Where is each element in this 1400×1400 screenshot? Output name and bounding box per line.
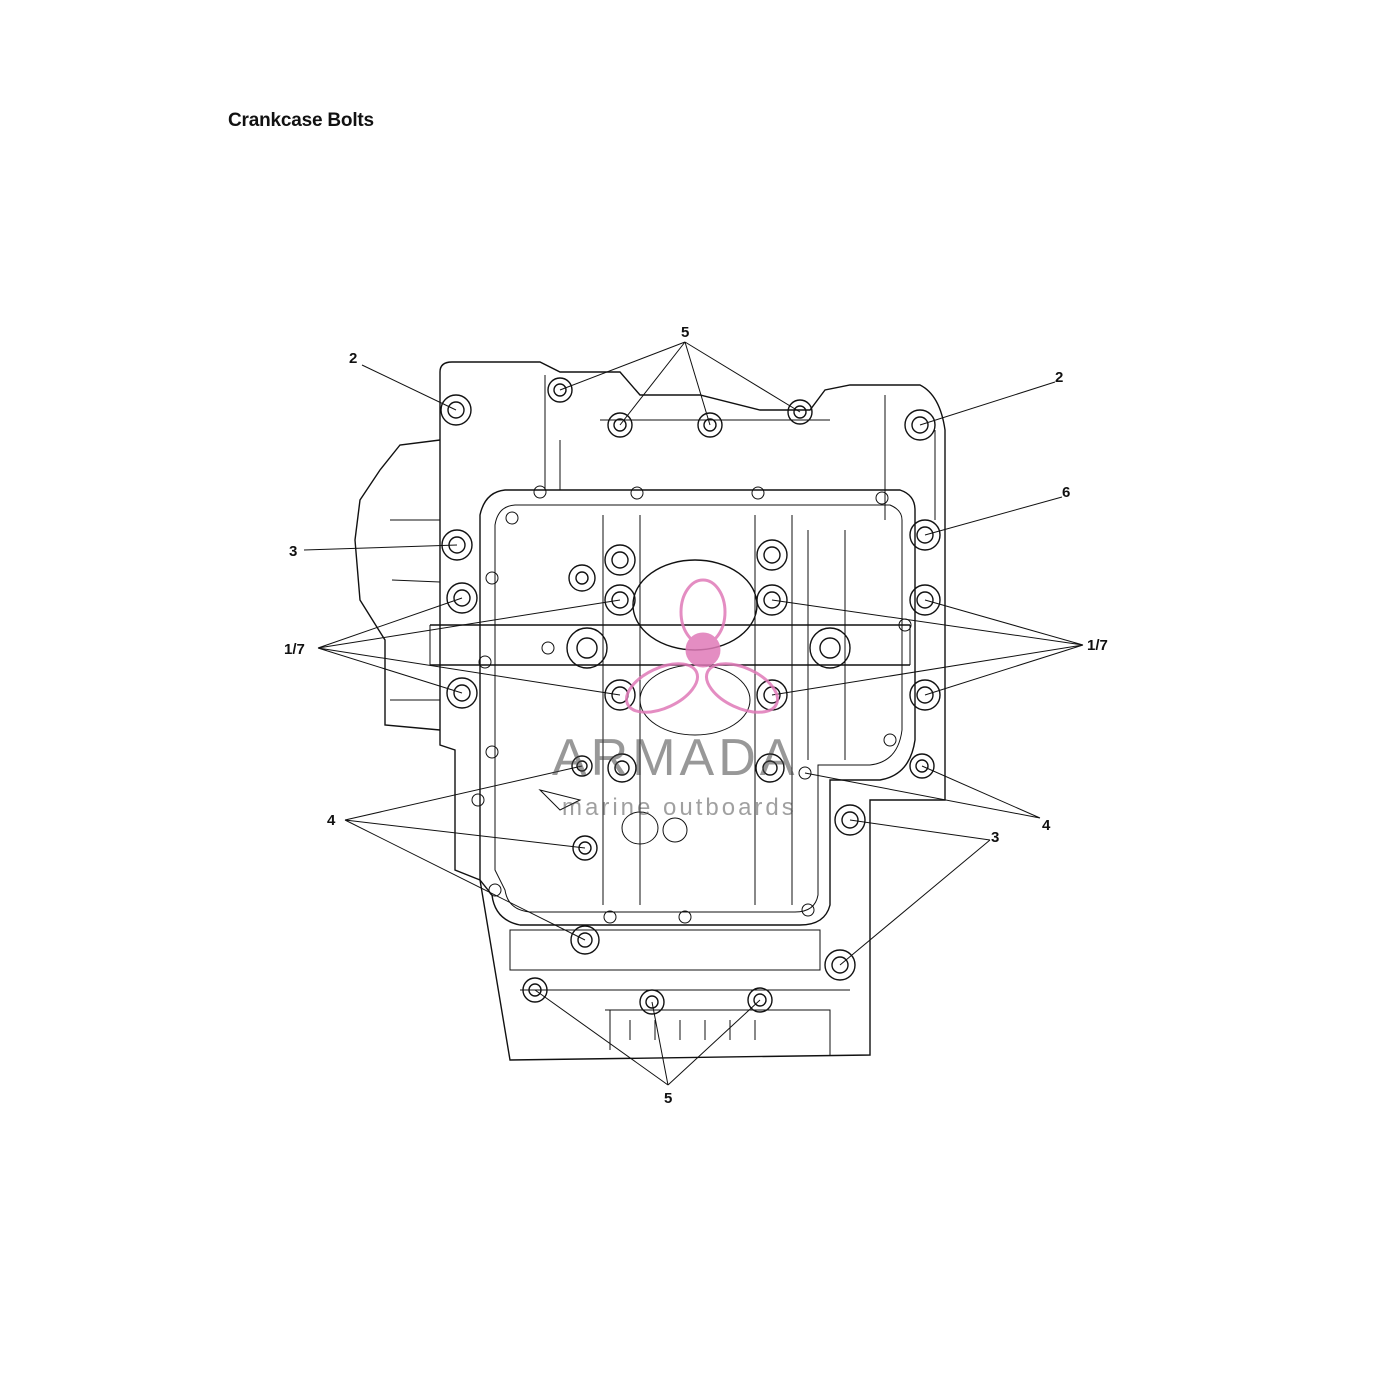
callout-labels: 5 2 2 6 3 1/7 1/7 4 4 3 5 xyxy=(284,324,1108,1107)
bolt-2-left xyxy=(440,394,472,426)
watermark-brand: ARMADA xyxy=(552,729,798,787)
bolt-inner-9 xyxy=(607,753,637,783)
callout-3-right: 3 xyxy=(991,829,999,846)
callout-1-7-right: 1/7 xyxy=(1087,637,1108,654)
bolt-2-right xyxy=(904,409,936,441)
bolt-1-7-right-top xyxy=(909,584,941,616)
bolt-6-right xyxy=(909,519,941,551)
watermark-tagline: marine outboards xyxy=(562,794,797,821)
bolt-inner-10 xyxy=(755,753,785,783)
bolt-4-right xyxy=(909,753,935,779)
bolt-3-right-a xyxy=(834,804,866,836)
bolt-inner-11 xyxy=(568,564,596,592)
bolt-5-bottom-b xyxy=(639,989,665,1015)
bolt-5-top-a xyxy=(547,377,573,403)
bolt-inner-2 xyxy=(756,539,788,571)
bolt-inner-6 xyxy=(809,627,851,669)
bolt-5-bottom-c xyxy=(747,987,773,1013)
bolt-1-7-left-top xyxy=(446,582,478,614)
callout-2-left: 2 xyxy=(349,350,357,367)
callout-5-bottom: 5 xyxy=(664,1090,672,1107)
callout-2-right: 2 xyxy=(1055,369,1063,386)
callout-3-left: 3 xyxy=(289,543,297,560)
bolts xyxy=(440,377,941,1015)
callout-1-7-left: 1/7 xyxy=(284,641,305,658)
bolt-inner-4 xyxy=(756,584,788,616)
bolt-5-top-d xyxy=(787,399,813,425)
page-title: Crankcase Bolts xyxy=(228,110,374,131)
callout-5-top: 5 xyxy=(681,324,689,341)
bolt-4-left-b xyxy=(570,925,600,955)
bolt-inner-1 xyxy=(604,544,636,576)
bolt-4-left-c xyxy=(571,755,593,777)
bolt-4-left-a xyxy=(572,835,598,861)
bolt-3-right-b xyxy=(824,949,856,981)
bolt-1-7-right-bottom xyxy=(909,679,941,711)
callout-4-left: 4 xyxy=(327,812,336,829)
callout-4-right: 4 xyxy=(1042,817,1051,834)
bolt-5-top-b xyxy=(607,412,633,438)
callout-6: 6 xyxy=(1062,484,1070,501)
bolt-inner-5 xyxy=(566,627,608,669)
watermark: ARMADA marine outboards xyxy=(552,578,798,821)
leader-lines xyxy=(303,341,1084,1086)
bolt-5-top-c xyxy=(697,412,723,438)
bolt-inner-3 xyxy=(604,584,636,616)
bolt-1-7-left-bottom xyxy=(446,677,478,709)
propeller-logo-icon xyxy=(625,578,779,714)
bolt-5-bottom-a xyxy=(522,977,548,1003)
